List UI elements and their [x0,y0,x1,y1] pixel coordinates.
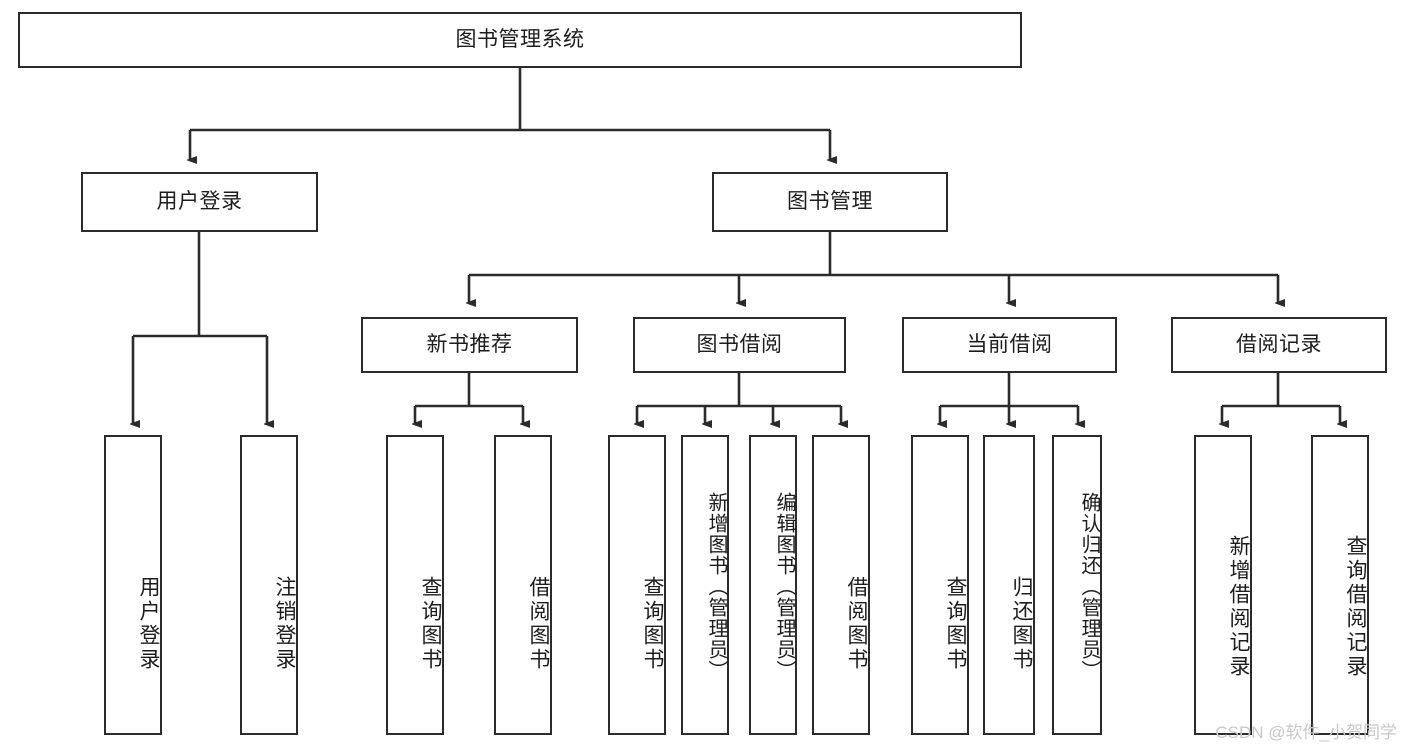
node-leaf-user-login[interactable]: 用户登录 [104,435,162,735]
node-label: 新书推荐 [426,332,513,356]
node-label: 借阅图书 [845,576,868,672]
node-leaf-query-book-recommend[interactable]: 查询图书 [386,435,444,735]
node-root-book-management-system[interactable]: 图书管理系统 [18,12,1022,68]
node-leaf-borrow-book[interactable]: 借阅图书 [812,435,870,735]
node-label: 注销登录 [273,576,296,672]
node-label: 借阅图书 [527,576,550,672]
node-label: 图书借阅 [696,332,783,356]
node-user-login[interactable]: 用户登录 [81,172,318,232]
node-label: 图书管理系统 [455,27,585,51]
node-label: 查询借阅记录 [1344,535,1367,679]
node-leaf-return-book[interactable]: 归还图书 [983,435,1035,735]
node-leaf-edit-book-admin[interactable]: 编辑图书（管理员） [749,435,797,735]
node-label: 确认归还（管理员） [1078,491,1100,681]
node-borrow-record[interactable]: 借阅记录 [1171,317,1387,373]
node-book-borrow[interactable]: 图书借阅 [633,317,846,373]
node-label: 新增借阅记录 [1227,535,1250,679]
node-leaf-confirm-return-admin[interactable]: 确认归还（管理员） [1052,435,1102,735]
node-leaf-borrow-book-recommend[interactable]: 借阅图书 [494,435,552,735]
node-label: 借阅记录 [1236,332,1322,356]
node-book-management[interactable]: 图书管理 [712,172,948,232]
node-label: 新增图书（管理员） [705,491,727,681]
node-current-borrow[interactable]: 当前借阅 [902,317,1117,373]
node-label: 查询图书 [419,576,442,672]
node-leaf-logout[interactable]: 注销登录 [240,435,298,735]
csdn-watermark: CSDN @软件_小贺同学 [1215,723,1397,742]
node-label: 查询图书 [641,576,664,672]
node-new-book-recommend[interactable]: 新书推荐 [361,317,578,373]
node-leaf-add-borrow-record[interactable]: 新增借阅记录 [1194,435,1252,735]
node-label: 查询图书 [944,576,967,672]
node-label: 图书管理 [787,189,873,213]
node-leaf-query-book-borrow[interactable]: 查询图书 [608,435,666,735]
node-label: 用户登录 [137,576,160,672]
node-leaf-query-borrow-record[interactable]: 查询借阅记录 [1311,435,1369,735]
node-label: 归还图书 [1010,576,1033,672]
node-leaf-add-book-admin[interactable]: 新增图书（管理员） [681,435,729,735]
node-label: 编辑图书（管理员） [773,491,795,681]
node-label: 当前借阅 [966,332,1053,356]
node-leaf-query-book-current[interactable]: 查询图书 [911,435,969,735]
node-label: 用户登录 [156,189,243,213]
